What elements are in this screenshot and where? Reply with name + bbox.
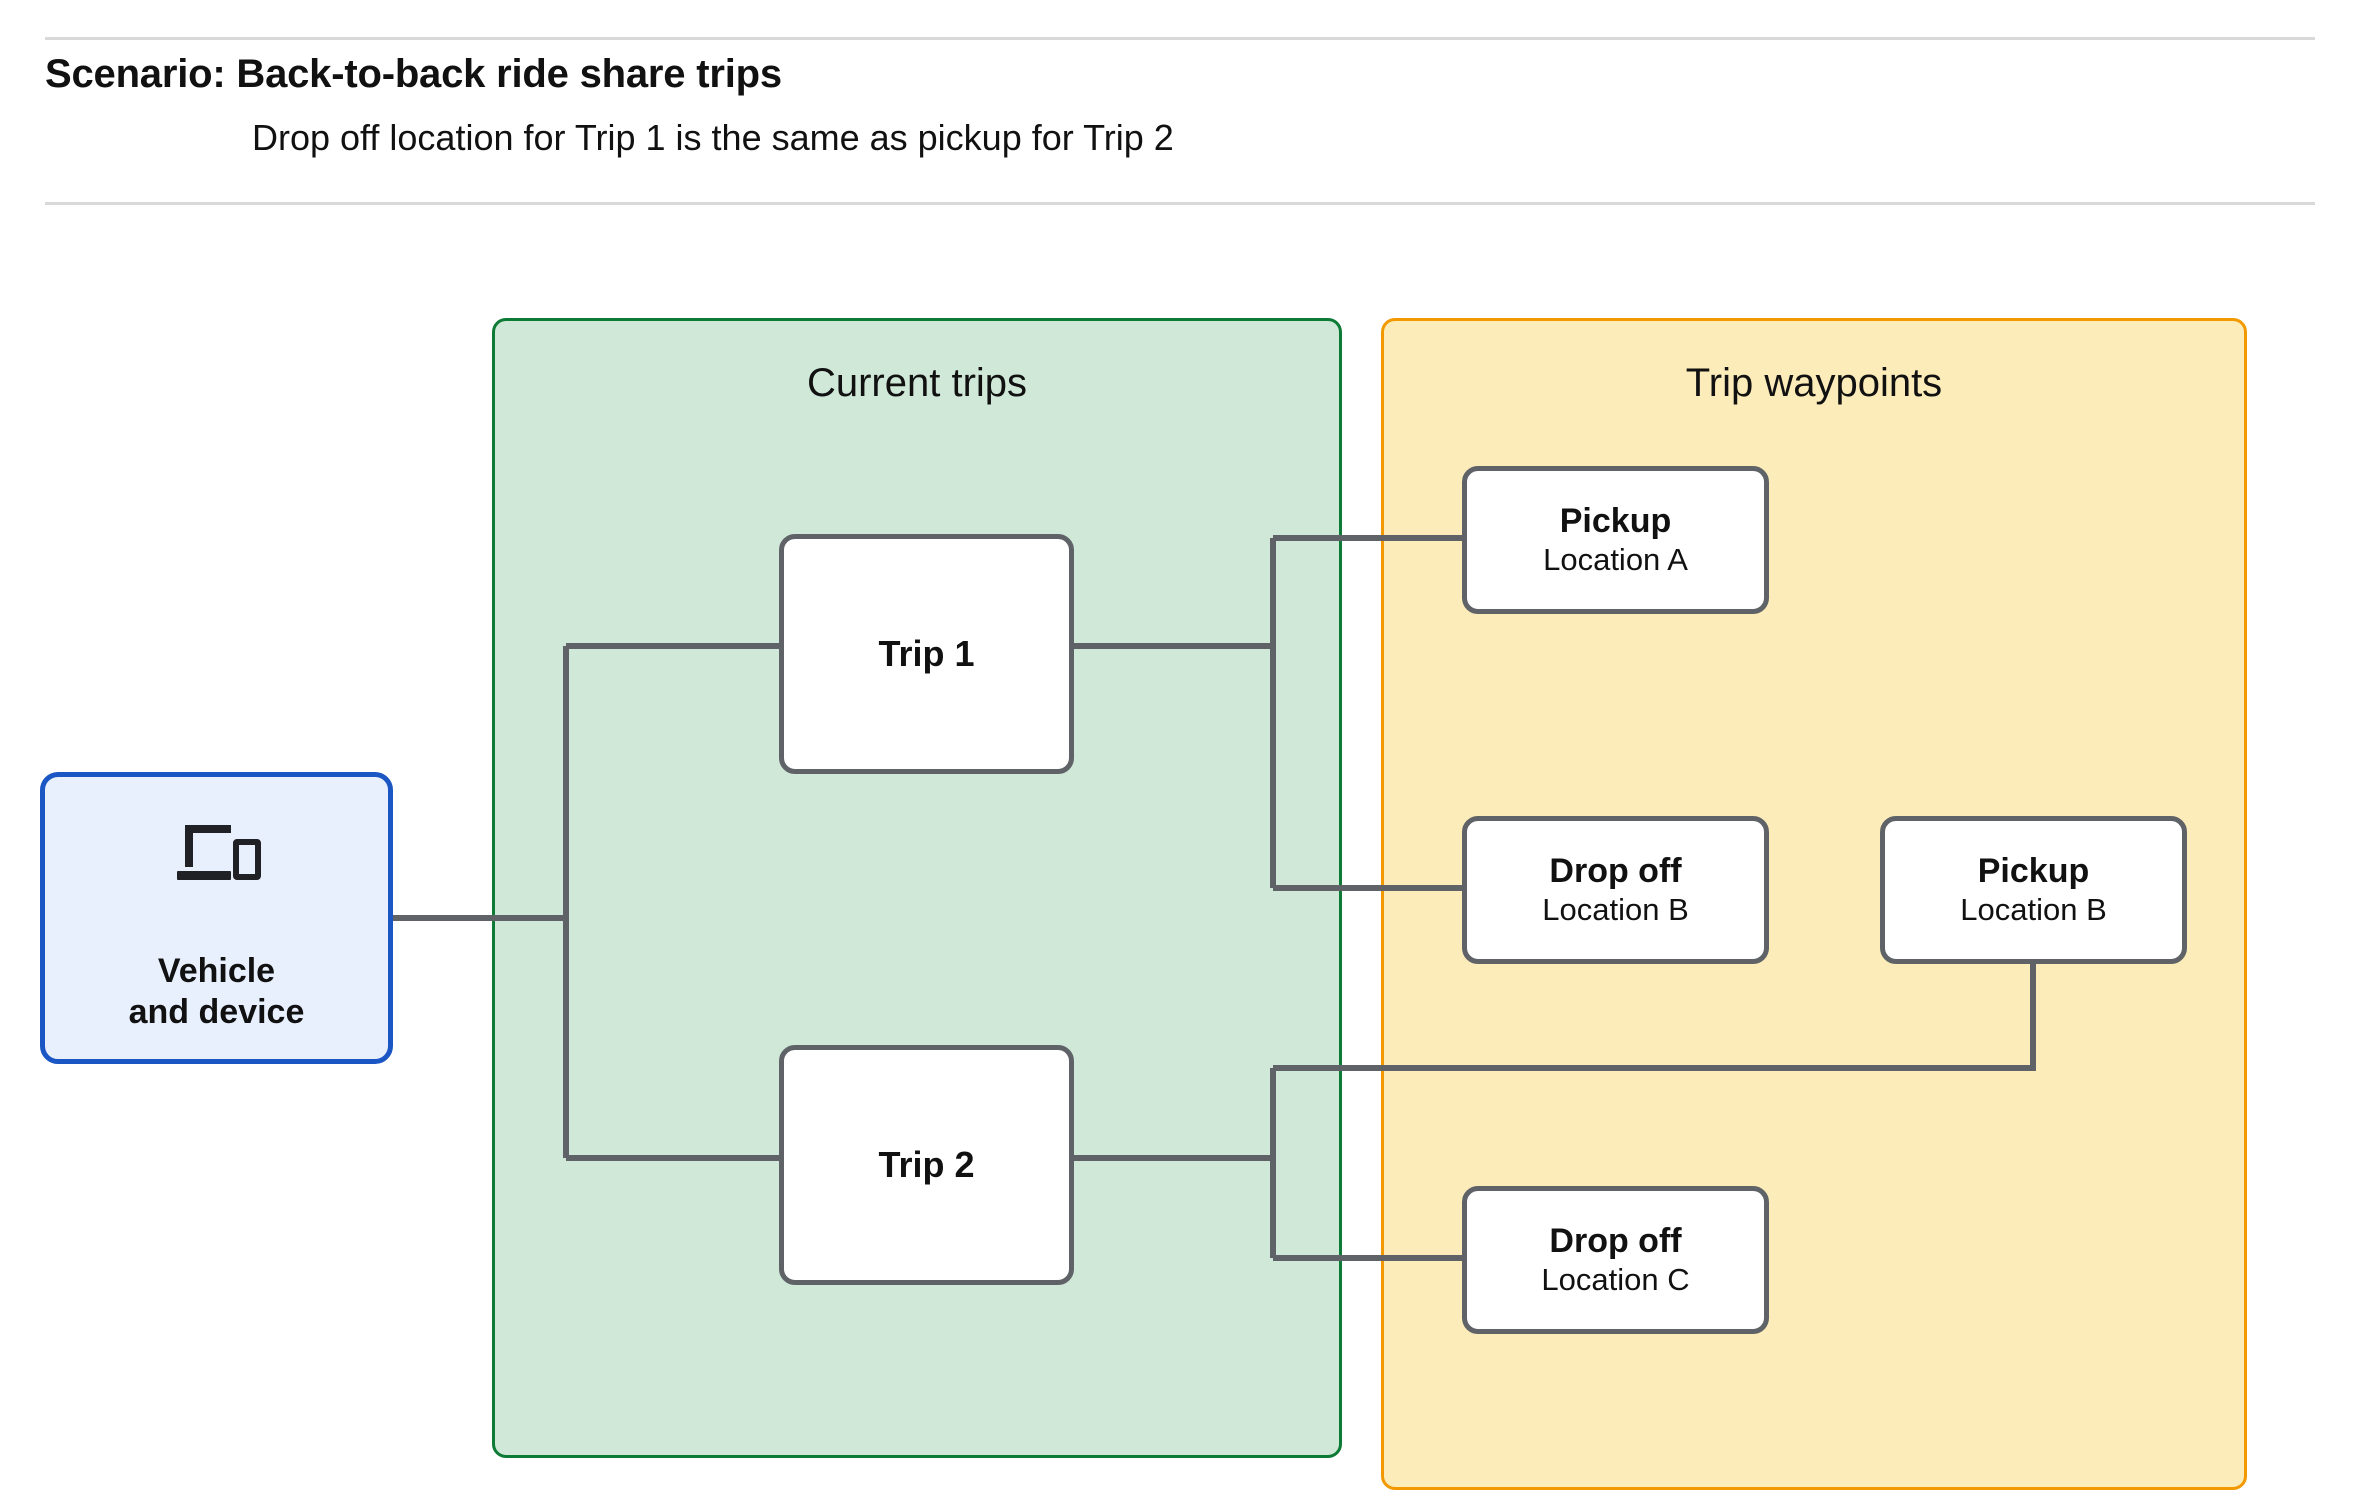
node-waypoint-dropoff-c[interactable]: Drop off Location C — [1462, 1186, 1769, 1334]
node-waypoint-dropoff-b[interactable]: Drop off Location B — [1462, 816, 1769, 964]
node-waypoint-pickup-a-location: Location A — [1543, 542, 1688, 578]
node-waypoint-dropoff-c-location: Location C — [1541, 1262, 1690, 1298]
node-waypoint-pickup-a-type: Pickup — [1559, 502, 1672, 541]
node-waypoint-dropoff-b-location: Location B — [1542, 892, 1689, 928]
node-waypoint-pickup-b-type: Pickup — [1977, 852, 2090, 891]
node-waypoint-dropoff-c-type: Drop off — [1549, 1222, 1682, 1261]
node-trip-2-label: Trip 2 — [878, 1143, 975, 1185]
group-trip-waypoints-title: Trip waypoints — [1685, 361, 1943, 405]
node-trip-1[interactable]: Trip 1 — [779, 534, 1074, 774]
page-title: Scenario: Back-to-back ride share trips — [45, 52, 782, 96]
node-waypoint-pickup-b[interactable]: Pickup Location B — [1880, 816, 2187, 964]
header-divider-bottom — [45, 202, 2315, 205]
node-waypoint-pickup-b-location: Location B — [1960, 892, 2107, 928]
node-vehicle-label-line2: and device — [128, 993, 305, 1032]
node-trip-2[interactable]: Trip 2 — [779, 1045, 1074, 1285]
devices-icon — [176, 825, 261, 880]
page-subtitle: Drop off location for Trip 1 is the same… — [252, 117, 1174, 158]
group-current-trips-title: Current trips — [806, 361, 1028, 405]
node-vehicle-label-line1: Vehicle — [157, 952, 276, 990]
node-vehicle-label: Vehicle and device — [129, 951, 305, 1034]
wire-trip2-pickupb — [1273, 964, 2036, 1071]
node-waypoint-dropoff-b-type: Drop off — [1549, 852, 1682, 891]
node-vehicle-and-device[interactable]: Vehicle and device — [40, 772, 393, 1064]
node-trip-1-label: Trip 1 — [878, 632, 975, 674]
node-waypoint-pickup-a[interactable]: Pickup Location A — [1462, 466, 1769, 614]
header-divider-top — [45, 37, 2315, 40]
